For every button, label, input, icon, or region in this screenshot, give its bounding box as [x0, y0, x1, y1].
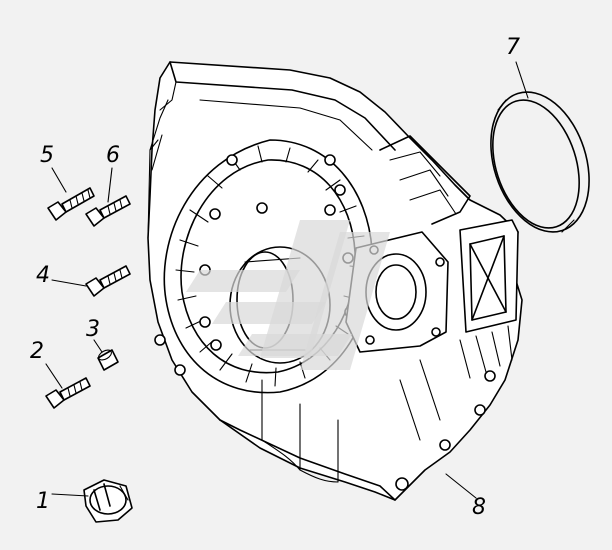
callout-4: 4 [36, 263, 50, 288]
drain-plug [83, 479, 133, 523]
callout-3: 3 [86, 317, 100, 342]
bolt-6 [85, 195, 131, 227]
callout-5: 5 [40, 143, 54, 168]
watermark-logo [186, 220, 390, 370]
callout-1: 1 [36, 489, 50, 514]
callout-6: 6 [106, 143, 120, 168]
dowel-pin [97, 349, 119, 371]
bolt-2 [45, 377, 91, 409]
callout-7: 7 [506, 35, 520, 60]
callout-8: 8 [472, 495, 486, 520]
bolt-5 [47, 187, 95, 221]
callout-2: 2 [30, 339, 44, 364]
leader-lines [45, 61, 529, 499]
bolt-4 [85, 265, 131, 297]
seal-ring [490, 91, 590, 233]
